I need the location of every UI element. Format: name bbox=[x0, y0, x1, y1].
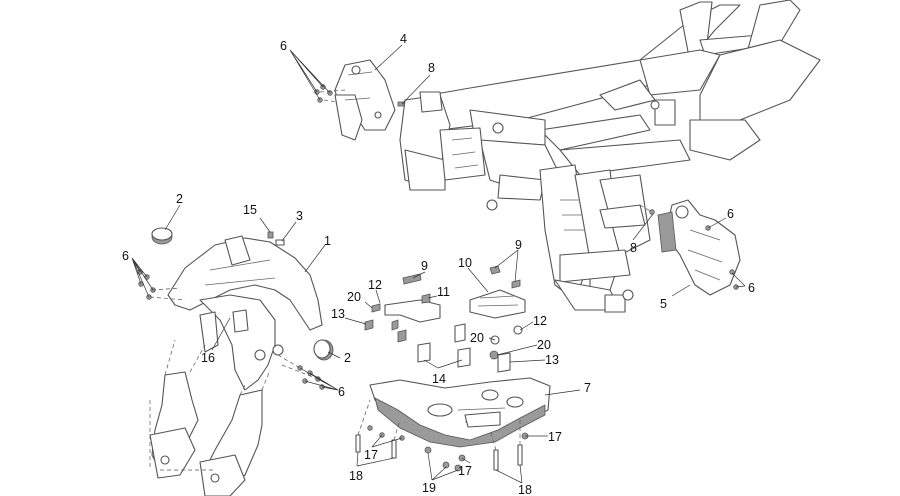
callout-15: 15 bbox=[243, 203, 257, 217]
callout-12: 12 bbox=[533, 314, 547, 328]
callout-6: 6 bbox=[727, 207, 734, 221]
callout-20: 20 bbox=[470, 331, 484, 345]
callout-18: 18 bbox=[518, 483, 532, 496]
callout-17: 17 bbox=[458, 464, 472, 478]
callout-18: 18 bbox=[349, 469, 363, 483]
pan-screws bbox=[355, 399, 529, 472]
fork-legs bbox=[149, 339, 271, 496]
callout-19: 19 bbox=[422, 481, 436, 495]
callout-9: 9 bbox=[515, 238, 522, 252]
callout-2: 2 bbox=[176, 192, 183, 206]
callout-6: 6 bbox=[338, 385, 345, 399]
callout-12: 12 bbox=[368, 278, 382, 292]
bracket-10 bbox=[469, 265, 526, 360]
callout-9: 9 bbox=[421, 259, 428, 273]
main-frame bbox=[399, 0, 821, 313]
cap-2-upper bbox=[151, 227, 173, 245]
callout-10: 10 bbox=[458, 256, 472, 270]
callout-13: 13 bbox=[545, 353, 559, 367]
callout-11: 11 bbox=[437, 285, 450, 299]
callout-3: 3 bbox=[296, 209, 303, 223]
callout-20: 20 bbox=[347, 290, 361, 304]
callout-7: 7 bbox=[584, 381, 591, 395]
callout-2: 2 bbox=[344, 351, 351, 365]
callout-20: 20 bbox=[537, 338, 551, 352]
belly-pan-7 bbox=[369, 377, 551, 448]
callout-8: 8 bbox=[428, 61, 435, 75]
callout-17: 17 bbox=[364, 448, 378, 462]
screw-15 bbox=[267, 231, 274, 239]
callout-labels: 6 4 8 2 15 3 1 6 16 2 6 12 9 20 11 13 10… bbox=[122, 32, 755, 496]
bracket-4 bbox=[314, 59, 396, 141]
callout-8: 8 bbox=[630, 241, 637, 255]
callout-6: 6 bbox=[748, 281, 755, 295]
callout-6: 6 bbox=[280, 39, 287, 53]
rubber-blocks-14 bbox=[417, 323, 511, 373]
bracket-5 bbox=[639, 199, 741, 296]
bracket-11 bbox=[364, 273, 441, 343]
callout-1: 1 bbox=[324, 234, 331, 248]
leader-lines bbox=[131, 44, 746, 484]
callout-6: 6 bbox=[122, 249, 129, 263]
callout-13: 13 bbox=[331, 307, 345, 321]
clip-3 bbox=[275, 239, 285, 246]
front-fender bbox=[167, 235, 323, 391]
callout-4: 4 bbox=[400, 32, 407, 46]
callout-17: 17 bbox=[548, 430, 562, 444]
callout-14: 14 bbox=[432, 372, 446, 386]
screw-8 bbox=[397, 101, 405, 107]
callout-5: 5 bbox=[660, 297, 667, 311]
callout-16: 16 bbox=[201, 351, 215, 365]
cap-2-lower bbox=[313, 339, 334, 361]
